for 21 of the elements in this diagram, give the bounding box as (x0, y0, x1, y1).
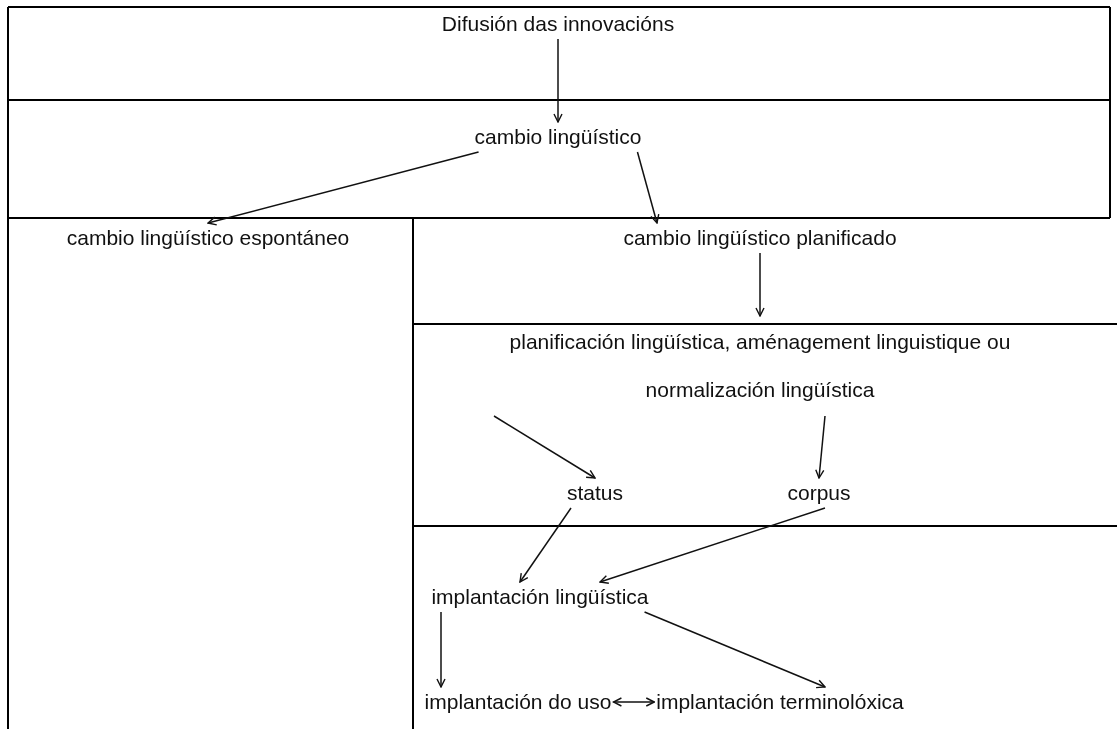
concept-text: status (567, 480, 623, 506)
arrow (207, 151, 480, 226)
arrow (815, 415, 826, 479)
concept-text: cambio lingüístico planificado (623, 225, 897, 251)
arrow (636, 151, 660, 224)
arrow (643, 611, 826, 689)
arrow (553, 38, 563, 123)
arrow (493, 415, 596, 479)
concept-text: cambio lingüístico espontáneo (66, 225, 350, 251)
concept-text: Difusión das innovacións (441, 11, 675, 37)
arrow (519, 507, 572, 583)
concept-text: corpus (787, 480, 851, 506)
concept-text: implantación do uso (424, 689, 612, 715)
concept-text: implantación terminolóxica (656, 689, 904, 715)
concept-text: implantación lingüística (431, 584, 649, 610)
arrow (599, 507, 826, 584)
concept-text: cambio lingüístico (474, 124, 642, 150)
concept-text: planificación lingüística, aménagement linguistique ou normalización lingüística (490, 318, 1030, 414)
arrow (612, 697, 655, 707)
arrow (755, 252, 765, 317)
arrow (436, 611, 446, 688)
